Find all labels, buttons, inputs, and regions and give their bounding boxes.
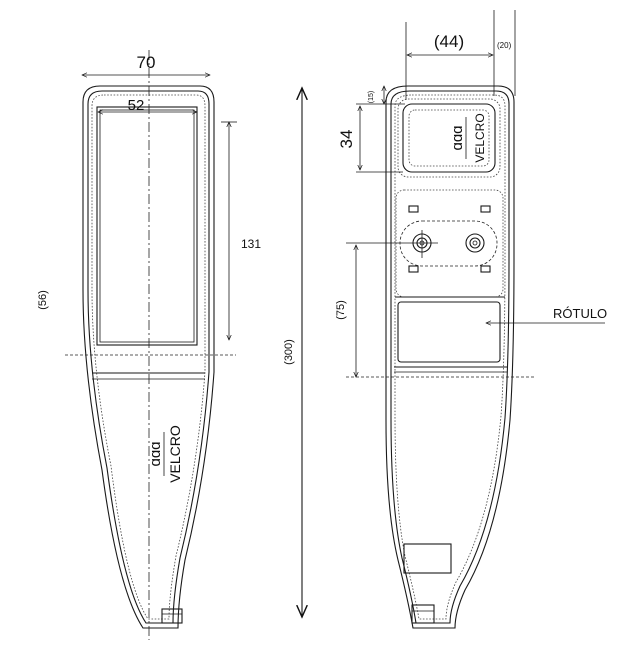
front-window: [96, 106, 198, 346]
back-velcro-marking: ɑɑɑ VELCRO: [449, 113, 487, 162]
front-view: 70 52 131 (56) ɑɑɑ VELCRO: [37, 50, 261, 640]
rotulo-label: RÓTULO: [553, 306, 607, 321]
dim-total-label: (300): [283, 339, 295, 365]
snap-right-center: [472, 240, 478, 246]
slot-top-left: [408, 205, 419, 213]
slot-bottom-right: [480, 265, 491, 273]
slot-top-right: [480, 205, 491, 213]
snap-right-outer: [465, 233, 485, 253]
front-outline: [82, 85, 215, 629]
dim-top-width-label: (44): [434, 32, 464, 51]
slot-bottom-left: [408, 265, 419, 273]
front-stitch-line: [91, 94, 206, 620]
front-window-inner: [99, 109, 195, 343]
back-outline: [385, 85, 515, 629]
front-velcro-label: VELCRO: [167, 425, 183, 483]
back-velcro-patch-inner: [408, 109, 490, 167]
front-outline-inner: [87, 90, 210, 624]
back-outline-inner: [390, 90, 510, 624]
back-stitch-line: [394, 94, 506, 620]
back-bottom-patch: [403, 543, 452, 574]
snap-right-inner: [469, 237, 481, 249]
total-length-dimension: (300): [283, 88, 302, 617]
back-velcro-symbol: ɑɑɑ: [449, 125, 466, 150]
front-velcro-symbol: ɑɑɑ: [147, 441, 164, 466]
dim-inner-label: 52: [128, 97, 145, 114]
dim-width-label: 70: [137, 53, 156, 72]
dim-panel-label: 131: [241, 237, 261, 251]
front-velcro-marking: ɑɑɑ VELCRO: [147, 425, 183, 483]
dim-velcro-label: 34: [337, 130, 356, 149]
back-velcro-patch: [402, 103, 496, 173]
dim-lower-offset-label: (56): [37, 290, 49, 310]
back-label-pocket: [397, 301, 501, 363]
back-view: (44) (20) (15) ɑɑɑ VELCRO 34: [335, 10, 607, 629]
dim-top-margin-label: (15): [368, 91, 375, 103]
back-velcro-outer: [397, 98, 501, 178]
back-velcro-label: VELCRO: [473, 113, 487, 162]
snap-plate-outer: [395, 189, 504, 298]
snap-plate: [399, 220, 498, 267]
dim-side-margin-label: (20): [497, 41, 512, 50]
dim-label-offset-label: (75): [335, 300, 347, 320]
front-bottom-tab: [161, 608, 183, 624]
back-bottom-tab: [411, 604, 435, 624]
